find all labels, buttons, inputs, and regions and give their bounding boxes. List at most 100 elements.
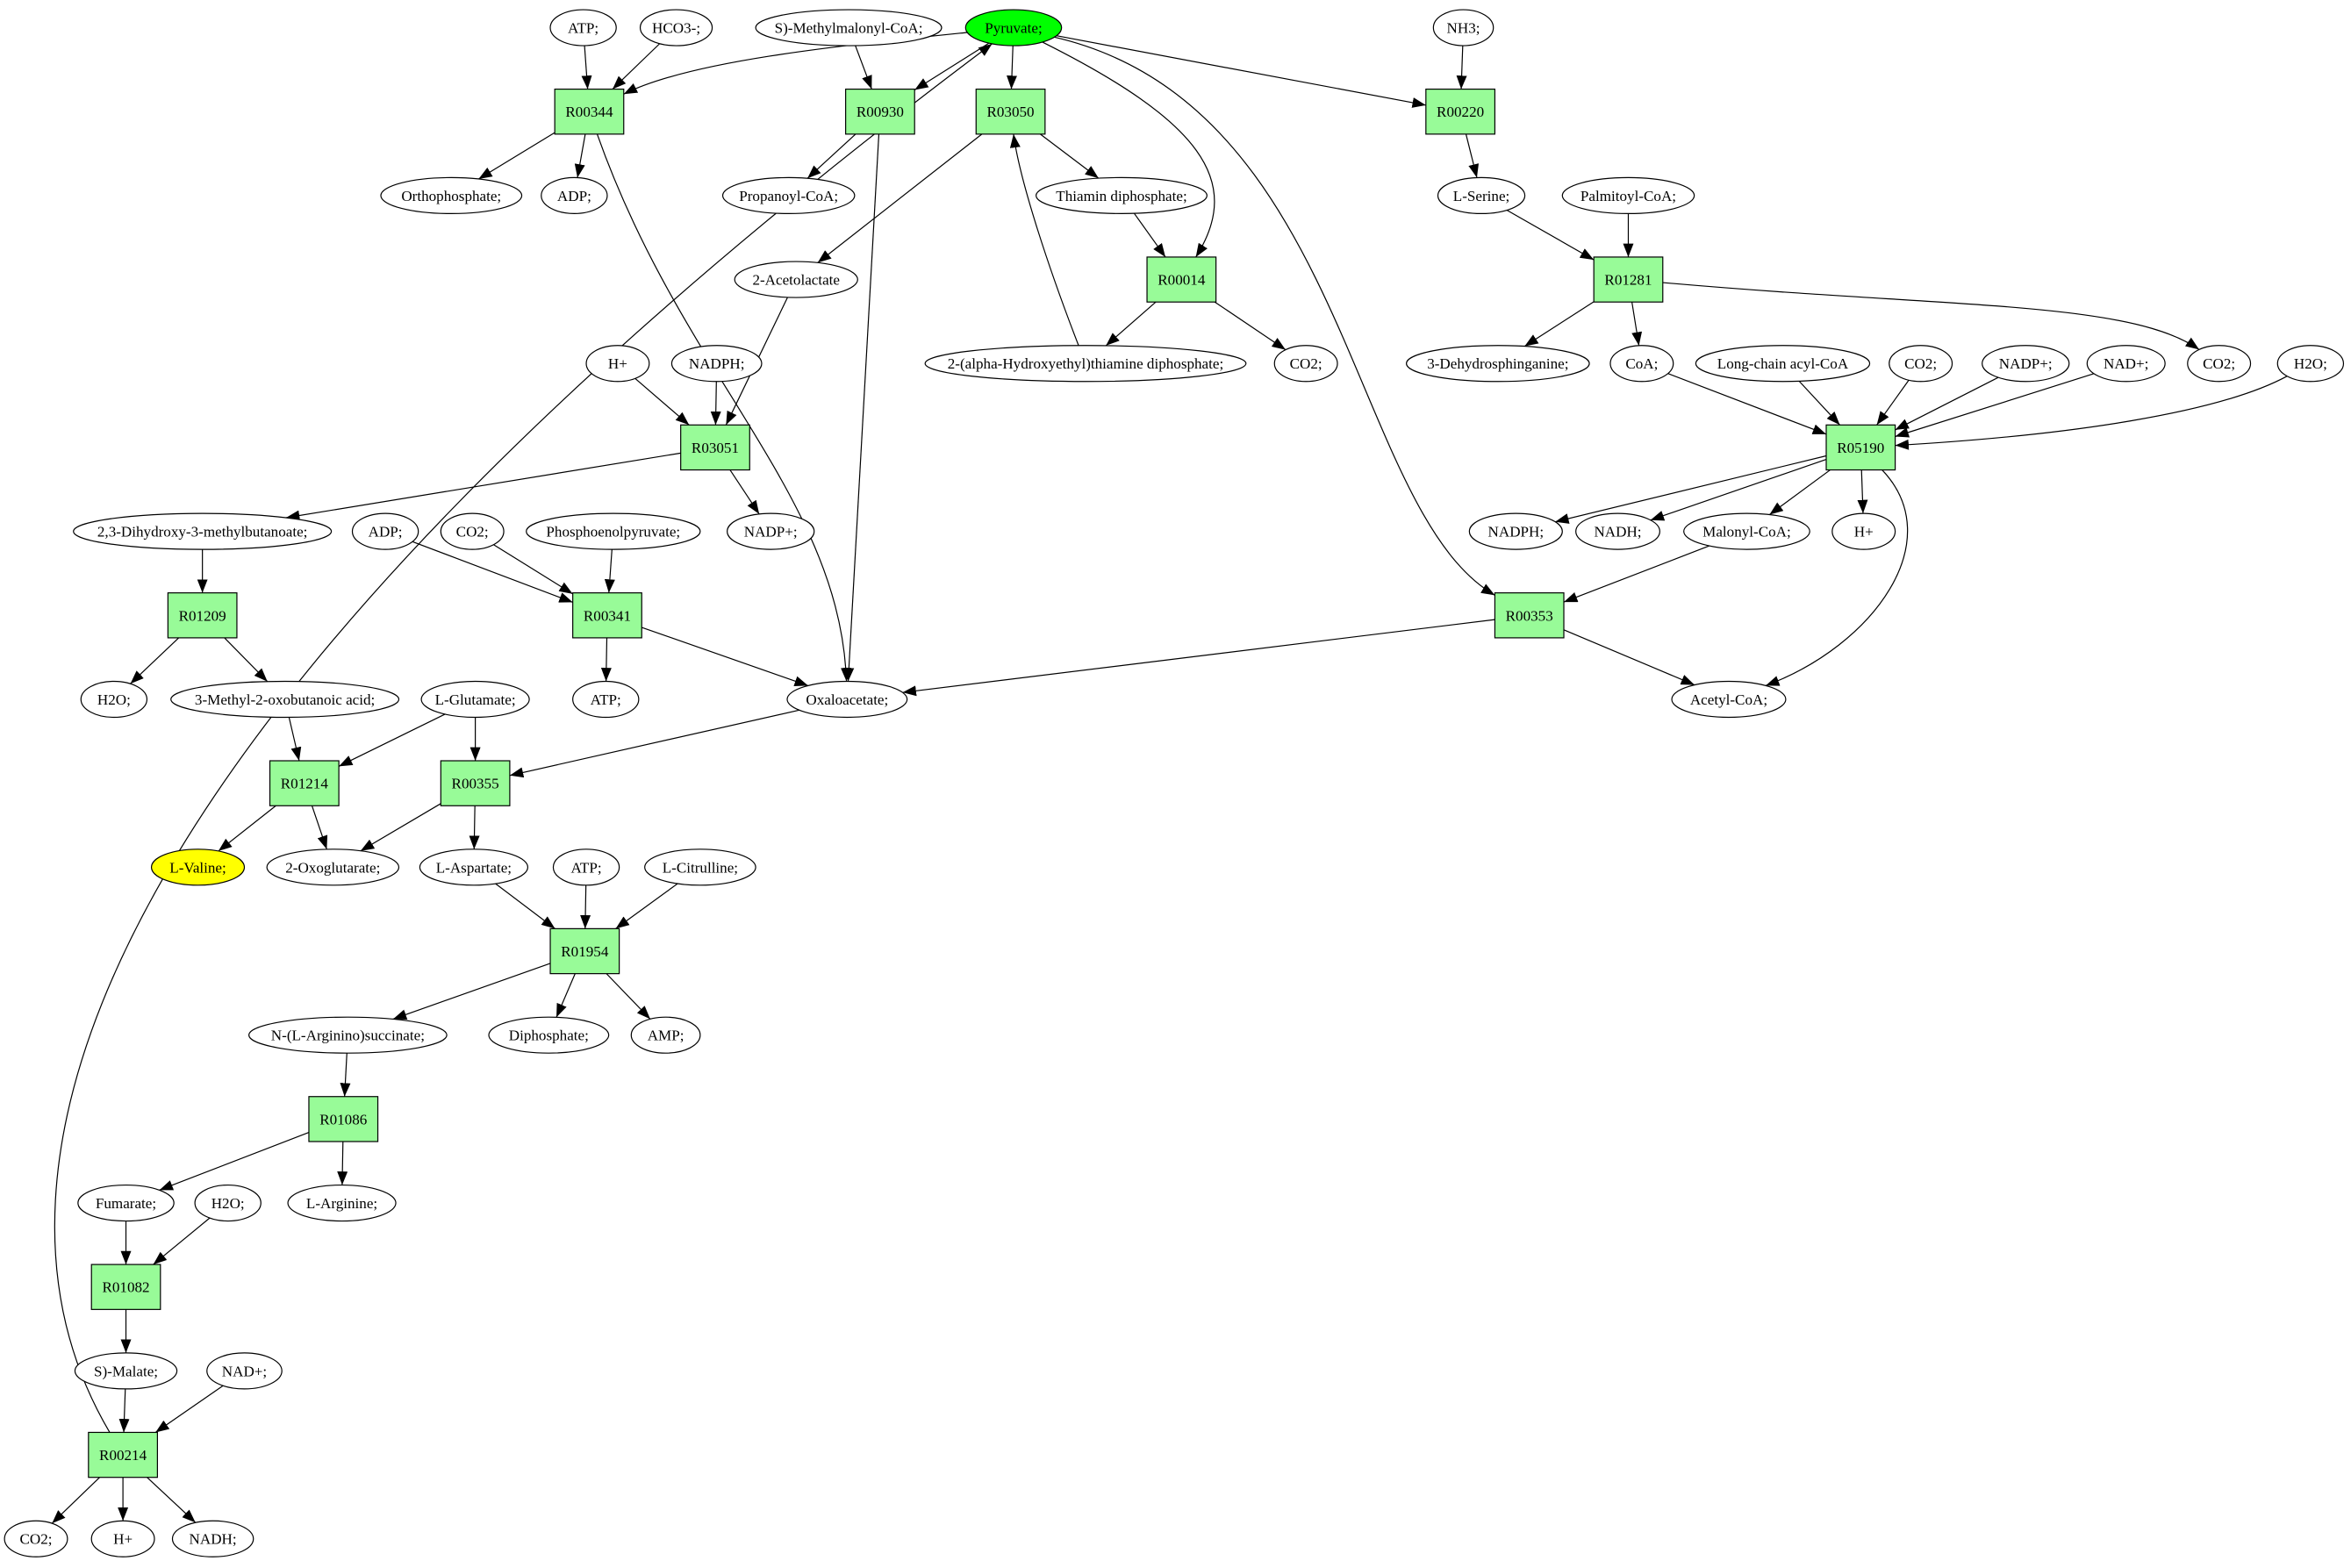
compound-node[interactable]: H2O; [194, 1184, 262, 1222]
reaction-node-R00353[interactable]: R00353 [1494, 592, 1565, 639]
node-label: R00220 [1437, 104, 1484, 120]
compound-node[interactable]: ATP; [552, 848, 620, 886]
compound-node[interactable]: 2,3-Dihydroxy-3-methylbutanoate; [73, 512, 333, 550]
compound-node[interactable]: Palmitoyl-CoA; [1561, 176, 1695, 214]
compound-node[interactable]: Orthophosphate; [380, 176, 523, 214]
node-label: Oxaloacetate; [806, 691, 888, 708]
compound-node[interactable]: HCO3-; [639, 9, 713, 47]
compound-node[interactable]: N-(L-Arginino)succinate; [248, 1016, 448, 1054]
compound-node[interactable]: ADP; [351, 512, 419, 550]
compound-node[interactable]: S)-Methylmalonyl-CoA; [755, 9, 943, 47]
reaction-node-R00344[interactable]: R00344 [554, 88, 625, 135]
node-label: Fumarate; [96, 1195, 156, 1212]
compound-node[interactable]: NAD+; [2086, 345, 2166, 383]
reaction-node-R05190[interactable]: R05190 [1825, 424, 1896, 471]
edge-nadp1-to-R05190 [1895, 376, 1999, 431]
compound-node[interactable]: NADPH; [1468, 512, 1563, 550]
node-label: AMP; [648, 1027, 685, 1044]
compound-node[interactable]: Thiamin diphosphate; [1036, 176, 1208, 214]
compound-node[interactable]: H2O; [80, 680, 148, 719]
edge-R01281-to-co2c [1662, 282, 2200, 350]
compound-node[interactable]: CO2; [1889, 345, 1953, 383]
compound-node[interactable]: H2O; [2276, 345, 2345, 383]
compound-node[interactable]: L-Valine; [150, 848, 246, 886]
node-label: HCO3-; [652, 20, 700, 37]
compound-node[interactable]: ATP; [549, 9, 617, 47]
compound-node[interactable]: NADPH; [670, 345, 763, 383]
compound-ellipse [1468, 512, 1563, 550]
compound-node[interactable]: Diphosphate; [488, 1016, 610, 1054]
reaction-box [680, 424, 750, 471]
reaction-node-R01954[interactable]: R01954 [549, 927, 620, 975]
compound-node[interactable]: Malonyl-CoA; [1683, 512, 1810, 550]
node-label: R00344 [565, 104, 613, 120]
node-label: R00341 [584, 607, 631, 624]
node-label: Malonyl-CoA; [1702, 524, 1791, 541]
edge-nad2-to-R00214 [154, 1385, 224, 1433]
compound-ellipse [77, 1184, 175, 1222]
compound-node[interactable]: NADP+; [727, 512, 815, 550]
compound-node[interactable]: CO2; [440, 512, 505, 550]
reaction-node-R03051[interactable]: R03051 [680, 424, 750, 471]
compound-node[interactable]: S)-Malate; [74, 1352, 178, 1390]
compound-node[interactable]: L-Aspartate; [419, 848, 529, 886]
reaction-node-R00355[interactable]: R00355 [440, 760, 511, 806]
reaction-node-R00930[interactable]: R00930 [845, 88, 915, 135]
compound-ellipse [171, 1520, 254, 1557]
compound-node[interactable]: 3-Methyl-2-oxobutanoic acid; [170, 680, 400, 719]
reaction-node-R00341[interactable]: R00341 [572, 592, 642, 639]
compound-node[interactable]: NADH; [1575, 512, 1660, 550]
compound-node[interactable]: 2-Acetolactate [734, 261, 858, 298]
compound-node[interactable]: CoA; [1609, 345, 1674, 383]
compound-node[interactable]: Acetyl-CoA; [1671, 680, 1787, 719]
reaction-node-R01082[interactable]: R01082 [90, 1264, 161, 1310]
compound-node[interactable]: H+ [90, 1520, 155, 1557]
compound-ellipse [964, 9, 1063, 47]
compound-node[interactable]: L-Serine; [1437, 176, 1526, 214]
compound-node[interactable]: Long-chain acyl-CoA [1695, 345, 1871, 383]
compound-node[interactable]: H+ [585, 345, 650, 383]
compound-node[interactable]: CO2; [4, 1520, 68, 1557]
reaction-node-R03050[interactable]: R03050 [975, 88, 1046, 135]
compound-node[interactable]: 2-Oxoglutarate; [266, 848, 400, 886]
compound-node[interactable]: Phosphoenolpyruvate; [526, 512, 701, 550]
reaction-node-R01209[interactable]: R01209 [167, 592, 238, 639]
edge-thdp-to-R00014 [1133, 212, 1166, 258]
edge-R01214-to-og [311, 805, 328, 850]
compound-node[interactable]: L-Arginine; [287, 1184, 397, 1222]
compound-node[interactable]: Oxaloacetate; [786, 680, 908, 719]
compound-node[interactable]: ATP; [572, 680, 640, 719]
compound-node[interactable]: CO2; [2187, 345, 2252, 383]
reaction-node-R00220[interactable]: R00220 [1425, 88, 1496, 135]
compound-node[interactable]: ADP; [541, 176, 608, 214]
compound-node[interactable]: L-Glutamate; [420, 680, 530, 719]
compound-node[interactable]: Fumarate; [77, 1184, 175, 1222]
compound-ellipse [150, 848, 246, 886]
compound-node[interactable]: 2-(alpha-Hydroxyethyl)thiamine diphospha… [924, 345, 1247, 383]
node-label: CO2; [19, 1531, 52, 1548]
reaction-node-R01281[interactable]: R01281 [1593, 256, 1664, 303]
edge-ahe-to-R03050 [1009, 133, 1079, 346]
edge-oxa-to-R00355 [509, 709, 799, 778]
compound-node[interactable]: NADH; [171, 1520, 254, 1557]
compound-node[interactable]: Propanoyl-CoA; [721, 176, 856, 214]
compound-node[interactable]: Pyruvate; [964, 9, 1063, 47]
compound-node[interactable]: H+ [1831, 512, 1896, 550]
compound-node[interactable]: NADP+; [1982, 345, 2070, 383]
compound-node[interactable]: NH3; [1432, 9, 1494, 47]
reaction-node-R00014[interactable]: R00014 [1146, 256, 1217, 303]
reaction-node-R00214[interactable]: R00214 [88, 1431, 158, 1479]
compound-ellipse [541, 176, 608, 214]
compound-ellipse [1683, 512, 1810, 550]
compound-node[interactable]: L-Citrulline; [644, 848, 756, 886]
compound-ellipse [572, 680, 640, 719]
reaction-node-R01086[interactable]: R01086 [308, 1096, 379, 1142]
node-label: L-Valine; [169, 859, 226, 876]
compound-node[interactable]: CO2; [1273, 345, 1338, 383]
compound-node[interactable]: NAD+; [206, 1352, 283, 1390]
reaction-node-R01214[interactable]: R01214 [269, 760, 340, 806]
compound-node[interactable]: 3-Dehydrosphinganine; [1406, 345, 1590, 383]
compound-node[interactable]: AMP; [630, 1016, 701, 1054]
edge-R03050-to-acetol [817, 133, 983, 263]
edge-pyr-to-R00353 [1054, 36, 1495, 596]
